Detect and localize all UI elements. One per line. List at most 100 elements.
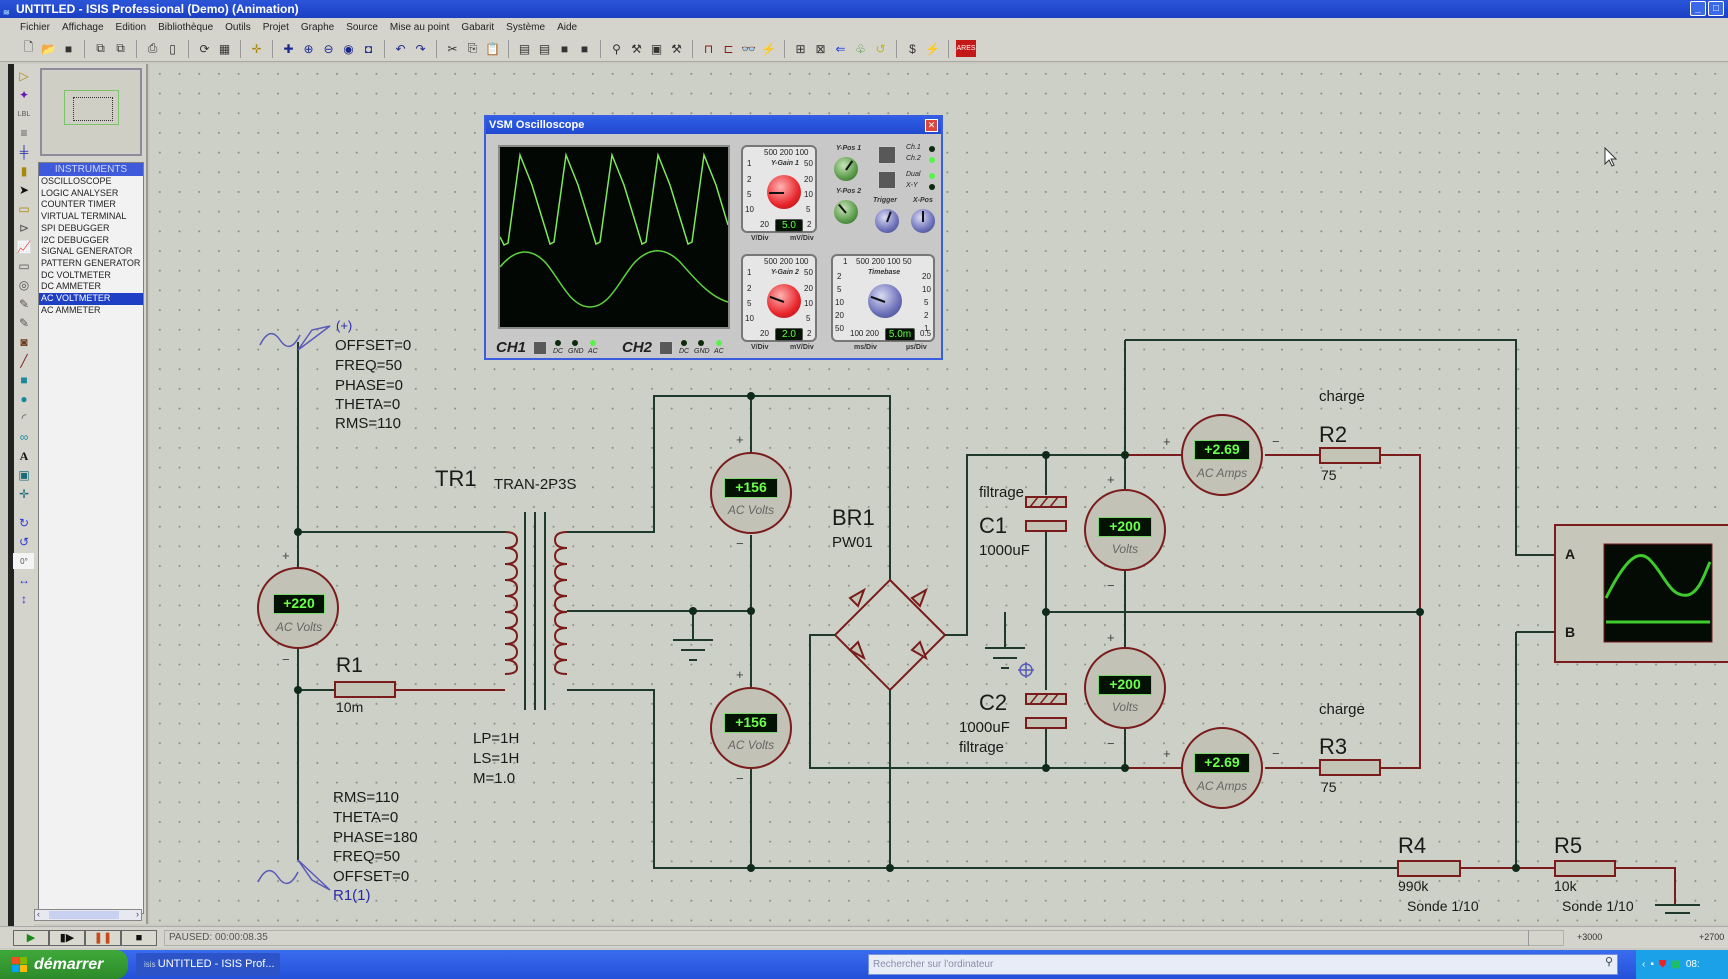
oscilloscope-title[interactable]: VSM Oscilloscope: [486, 117, 941, 134]
close-icon[interactable]: ✕: [925, 119, 938, 132]
menu-edition[interactable]: Edition: [115, 21, 147, 33]
scrollbar-thumb[interactable]: [49, 911, 119, 919]
device-list-scrollbar[interactable]: ‹ ›: [34, 909, 142, 921]
marker-2d-icon[interactable]: ✛: [18, 487, 30, 501]
cut-icon[interactable]: ✂: [447, 41, 458, 56]
device-list-item[interactable]: SPI DEBUGGER: [41, 222, 110, 233]
print-area-icon[interactable]: ▯: [169, 41, 176, 56]
scroll-left-icon[interactable]: ‹: [37, 909, 40, 919]
device-pins-icon[interactable]: ⊳: [18, 221, 30, 235]
mirror-x-icon[interactable]: ↔: [18, 573, 30, 587]
device-list-item[interactable]: LOGIC ANALYSER: [41, 187, 119, 198]
device-list-item[interactable]: DC AMMETER: [41, 281, 102, 292]
circle-2d-icon[interactable]: ●: [20, 392, 28, 406]
menu-outils[interactable]: Outils: [225, 21, 251, 33]
step-button[interactable]: ▮▶: [49, 930, 85, 946]
undo-icon[interactable]: ↶: [395, 41, 406, 56]
packaging-icon[interactable]: ▣: [650, 41, 663, 56]
wire-autorouter-icon[interactable]: ⊓: [703, 41, 714, 56]
device-list-item[interactable]: I2C DEBUGGER: [41, 234, 110, 245]
ch2-dc-label[interactable]: DC: [679, 348, 690, 355]
decompose-icon[interactable]: ⚒: [671, 41, 682, 56]
subcircuit-icon[interactable]: ▮: [20, 164, 28, 178]
block-delete-icon[interactable]: ■: [580, 41, 589, 56]
delete-sheet-icon[interactable]: ⊠: [815, 41, 826, 56]
ypos2-knob[interactable]: [834, 200, 858, 224]
import-icon[interactable]: ⧉: [96, 41, 105, 55]
network-icon[interactable]: ▪: [1650, 959, 1654, 970]
device-list-item[interactable]: OSCILLOSCOPE: [41, 176, 112, 186]
selection-icon[interactable]: ➤: [18, 183, 30, 197]
ch2-gnd-label[interactable]: GND: [694, 348, 710, 355]
menu-graphe[interactable]: Graphe: [300, 21, 335, 33]
menu-bibliotheque[interactable]: Bibliothèque: [158, 21, 214, 33]
component-mode-icon[interactable]: ▷: [19, 69, 29, 83]
block-copy-icon[interactable]: ▤: [518, 41, 531, 56]
voltage-probe-icon[interactable]: ✎: [18, 297, 30, 311]
desktop-search-input[interactable]: Rechercher sur l'ordinateur: [868, 954, 1618, 975]
tape-recorder-icon[interactable]: ▭: [18, 259, 30, 273]
pick-device-icon[interactable]: ⚲: [612, 41, 621, 56]
app-tray-icon[interactable]: ▦: [1671, 959, 1681, 970]
channel-mode-button[interactable]: [878, 146, 896, 164]
ch2-invert-button[interactable]: [659, 341, 673, 355]
path-2d-icon[interactable]: ∞: [19, 430, 29, 444]
menu-affichage[interactable]: Affichage: [62, 21, 104, 33]
rotation-field[interactable]: 0°: [13, 553, 35, 569]
bill-of-materials-icon[interactable]: ♧: [855, 41, 866, 56]
pause-button[interactable]: ❚❚: [85, 930, 121, 946]
ch2-ac-label[interactable]: AC: [714, 348, 724, 355]
line-2d-icon[interactable]: ╱: [20, 354, 28, 368]
rotate-ccw-icon[interactable]: ↺: [18, 535, 30, 549]
block-move-icon[interactable]: ▤: [538, 41, 551, 56]
overview-viewport[interactable]: [64, 90, 119, 125]
zoom-out-icon[interactable]: ⊖: [323, 41, 334, 56]
device-list-item-selected[interactable]: AC VOLTMETER: [39, 293, 143, 305]
graph-icon[interactable]: 📈: [16, 240, 32, 254]
dual-mode-button[interactable]: [878, 171, 896, 189]
export-icon[interactable]: ⧉: [116, 41, 125, 55]
timebase-knob[interactable]: [868, 284, 902, 318]
play-button[interactable]: ▶: [13, 930, 49, 946]
menu-systeme[interactable]: Système: [506, 21, 546, 33]
virtual-instruments-icon[interactable]: ◙: [20, 335, 28, 349]
device-list-item[interactable]: VIRTUAL TERMINAL: [41, 211, 127, 222]
tray-expand-icon[interactable]: ‹: [1642, 959, 1646, 970]
stop-button[interactable]: ■: [121, 930, 157, 946]
device-list-item[interactable]: AC AMMETER: [41, 304, 101, 315]
menu-source[interactable]: Source: [346, 21, 378, 33]
erc-icon[interactable]: ↺: [875, 41, 886, 56]
xpos-knob[interactable]: [911, 209, 935, 233]
grid-icon[interactable]: ▦: [218, 41, 231, 56]
zoom-all-icon[interactable]: ◉: [343, 41, 354, 56]
open-folder-icon[interactable]: 📂: [41, 41, 56, 56]
device-list-item[interactable]: SIGNAL GENERATOR: [41, 246, 133, 257]
search-tag-icon[interactable]: ⊏: [723, 41, 734, 56]
schematic-canvas[interactable]: [150, 64, 1728, 924]
menu-gabarit[interactable]: Gabarit: [461, 21, 495, 33]
goto-sheet-icon[interactable]: ⇐: [835, 41, 846, 56]
zoom-in-icon[interactable]: ⊕: [303, 41, 314, 56]
start-button[interactable]: démarrer: [0, 950, 128, 979]
ypos1-knob[interactable]: [834, 157, 858, 181]
block-rotate-icon[interactable]: ■: [560, 41, 569, 56]
maximize-button[interactable]: □: [1708, 1, 1724, 16]
print-icon[interactable]: ⎙: [147, 41, 158, 55]
refresh-icon[interactable]: ⟳: [199, 41, 210, 56]
property-assign-icon[interactable]: 👓: [741, 41, 756, 56]
generator-icon[interactable]: ◎: [18, 278, 30, 292]
ch1-ac-label[interactable]: AC: [588, 348, 598, 355]
wire-label-icon[interactable]: LBL: [17, 110, 31, 118]
netlist-icon[interactable]: ⚡: [761, 41, 776, 56]
device-list-item[interactable]: DC VOLTMETER: [41, 269, 111, 280]
new-file-icon[interactable]: 🗋: [23, 40, 34, 54]
rotate-cw-icon[interactable]: ↻: [18, 516, 30, 530]
device-list-item[interactable]: COUNTER TIMER: [41, 199, 116, 210]
minimize-button[interactable]: _: [1690, 1, 1706, 16]
box-2d-icon[interactable]: ■: [20, 373, 28, 387]
text-2d-icon[interactable]: A: [19, 448, 29, 463]
terminals-icon[interactable]: ▭: [18, 202, 30, 216]
ygain1-knob[interactable]: [767, 175, 801, 209]
origin-icon[interactable]: ✛: [251, 41, 262, 56]
ch1-invert-button[interactable]: [533, 341, 547, 355]
